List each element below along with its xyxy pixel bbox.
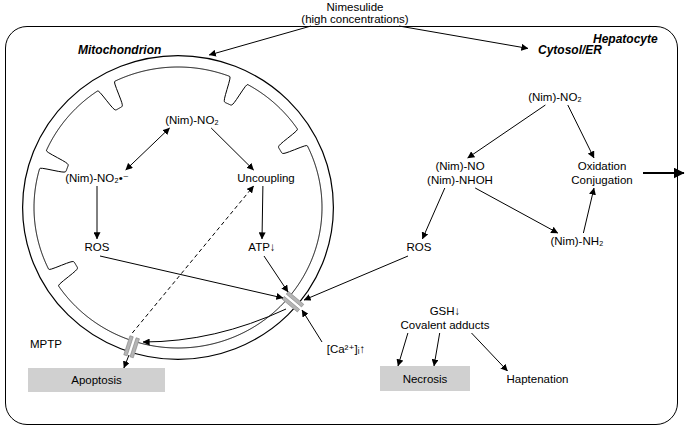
node-text: Covalent adducts bbox=[401, 318, 490, 332]
pore-wall bbox=[130, 338, 140, 358]
flow-arrow bbox=[97, 186, 98, 239]
node-text: ROS bbox=[407, 240, 432, 254]
node-text: Apoptosis bbox=[71, 373, 122, 387]
pore-arrow bbox=[143, 309, 286, 342]
flow-arrow bbox=[209, 26, 311, 55]
pore-gap bbox=[124, 336, 140, 358]
node-text: Necrosis bbox=[403, 372, 448, 386]
inner-membrane bbox=[34, 67, 322, 348]
pore-wall bbox=[124, 336, 134, 356]
flow-arrow bbox=[434, 333, 440, 366]
node-text: (Nim)-NHOH bbox=[427, 173, 493, 187]
process-label: GSH↓Covalent adducts bbox=[392, 303, 498, 333]
node-text: GSH↓ bbox=[430, 304, 461, 318]
flow-arrow bbox=[475, 188, 558, 233]
metabolite-label: (Nim)-NO(Nim)-NHOH bbox=[422, 158, 498, 188]
organelle-outline: Mitochondrion(Nim)-NO₂(Nim)-NO₂•⁻Uncoupl… bbox=[22, 55, 334, 360]
node-text: Haptenation bbox=[506, 372, 568, 386]
process-label: Uncoupling bbox=[235, 170, 297, 186]
region-heading: Cytosol/ER bbox=[538, 43, 602, 57]
node-text: ATP↓ bbox=[248, 240, 275, 254]
node-text: Nimesulide bbox=[327, 1, 384, 13]
metabolite-label: (Nim)-NO₂•⁻ bbox=[56, 170, 138, 186]
process-label: ATP↓ bbox=[242, 239, 282, 255]
process-label: Oxidation Conjugation bbox=[562, 158, 642, 188]
node-text: (Nim)-NO₂ bbox=[165, 113, 219, 127]
outcome-label: Haptenation bbox=[500, 371, 575, 387]
metabolite-label: (Nim)-NH₂ bbox=[545, 233, 609, 249]
flow-arrow bbox=[399, 26, 528, 48]
node-text: (Nim)-NO bbox=[435, 159, 484, 173]
node-text: Oxidation Conjugation bbox=[562, 159, 642, 187]
outcome-box: Apoptosis bbox=[28, 368, 165, 392]
region-heading: Mitochondrion bbox=[78, 43, 161, 57]
region-heading: Hepatocyte bbox=[593, 32, 658, 46]
compartment-label: Cytosol/ER bbox=[528, 42, 612, 58]
pore-symbol bbox=[282, 291, 304, 312]
flow-arrow bbox=[422, 188, 444, 239]
node-text: (Nim)-NO₂ bbox=[528, 90, 582, 104]
drug-label: Nimesulide(high concentrations) bbox=[300, 0, 410, 26]
pore-wall bbox=[286, 291, 304, 307]
ion-label: [Ca²⁺]ᵢ↑ bbox=[318, 340, 374, 358]
flow-arrow bbox=[211, 128, 253, 170]
edge-group bbox=[97, 26, 594, 371]
dashed-arrow bbox=[132, 186, 253, 333]
node-text: Uncoupling bbox=[237, 171, 295, 185]
pore-arrow bbox=[264, 256, 288, 292]
node-text: (Nim)-NH₂ bbox=[550, 234, 603, 248]
pore-arrow bbox=[302, 310, 322, 342]
metabolite-label: (Nim)-NO₂ bbox=[160, 112, 224, 128]
flow-arrow bbox=[126, 128, 170, 170]
mitochondrion-shape bbox=[22, 55, 334, 360]
outer-membrane bbox=[23, 56, 334, 360]
flow-arrow bbox=[398, 333, 408, 366]
pore-wall bbox=[282, 296, 300, 312]
flow-arrow bbox=[468, 105, 546, 158]
node-text: [Ca²⁺]ᵢ↑ bbox=[327, 342, 366, 356]
cell-boundary: HepatocyteMitochondrion (Nim)-NO₂ (Nim)-NO… bbox=[5, 26, 678, 425]
pore-arrow bbox=[100, 256, 283, 298]
export-arrow bbox=[643, 172, 684, 174]
pore-gap bbox=[282, 291, 304, 312]
flow-arrow bbox=[583, 188, 594, 233]
flow-arrow bbox=[262, 186, 264, 239]
flow-arrow bbox=[124, 355, 129, 368]
flow-arrow bbox=[568, 105, 594, 158]
node-text: (Nim)-NO₂•⁻ bbox=[65, 171, 129, 185]
node-text: MPTP bbox=[30, 337, 62, 351]
metabolite-label: (Nim)-NO₂ bbox=[523, 89, 587, 105]
process-label: ROS bbox=[402, 239, 436, 255]
flow-arrow bbox=[472, 333, 508, 371]
node-text: (high concentrations) bbox=[301, 13, 408, 25]
process-label: ROS bbox=[80, 239, 114, 255]
outcome-box: Necrosis bbox=[380, 366, 470, 391]
node-text: ROS bbox=[85, 240, 110, 254]
pore-symbol bbox=[124, 336, 140, 358]
pore-label: MPTP bbox=[30, 333, 140, 355]
pore-arrow bbox=[304, 256, 408, 300]
